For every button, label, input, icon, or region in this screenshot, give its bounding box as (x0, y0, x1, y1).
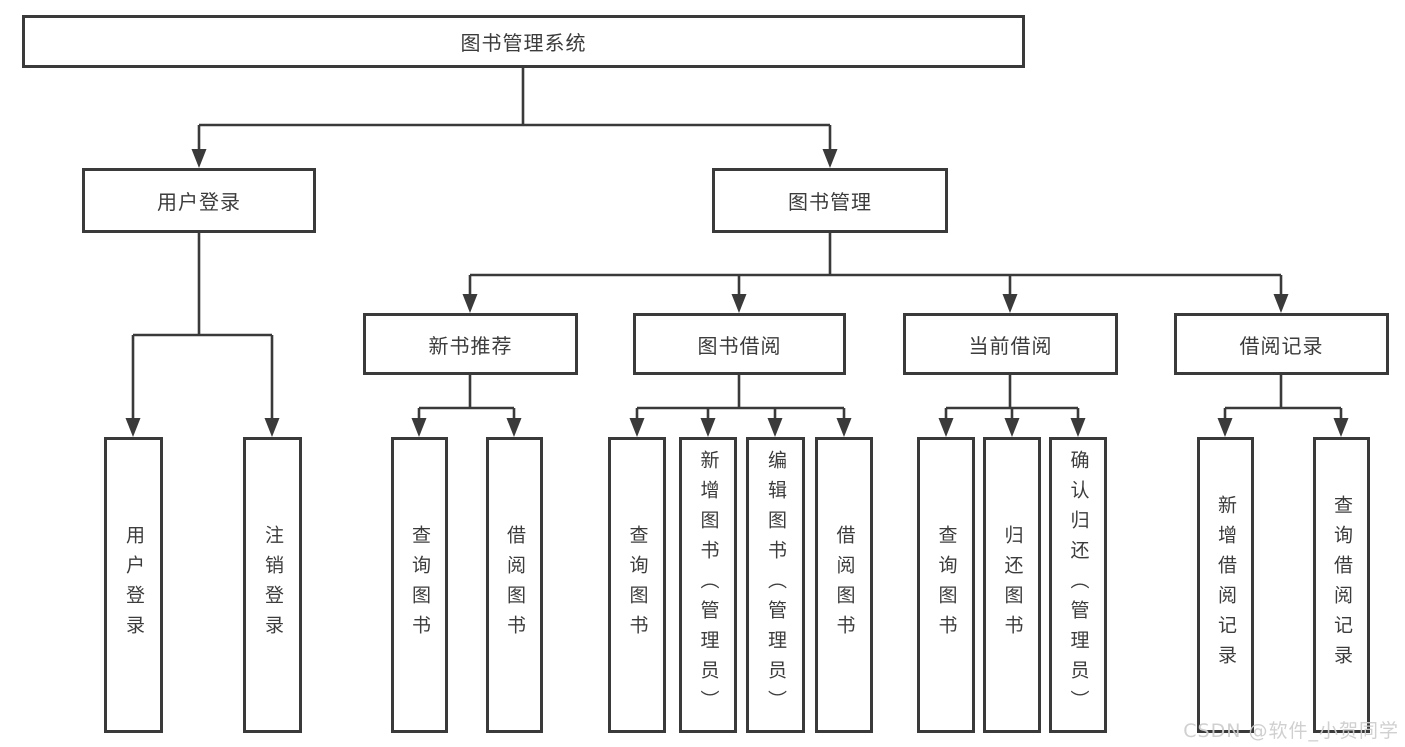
node-label: 借阅图书 (504, 525, 526, 645)
leaf-user-login: 用户登录 (104, 437, 163, 733)
leaf-records-add-record: 新增借阅记录 (1197, 437, 1254, 733)
node-label: 新增图书（管理员） (697, 450, 720, 720)
node-label: 编辑图书（管理员） (765, 450, 787, 720)
node-label: 当前借阅 (968, 333, 1053, 358)
node-label: 图书借阅 (697, 333, 782, 358)
node-label: 注销登录 (262, 525, 284, 645)
leaf-records-query-record: 查询借阅记录 (1313, 437, 1370, 733)
node-borrowing-records: 借阅记录 (1174, 313, 1389, 375)
leaf-borrowing-add-books-admin: 新增图书（管理员） (679, 437, 737, 733)
node-label: 归还图书 (1001, 525, 1024, 645)
node-user-login: 用户登录 (82, 168, 316, 233)
node-label: 图书管理 (788, 190, 872, 214)
leaf-logout: 注销登录 (243, 437, 302, 733)
leaf-borrowing-query-books: 查询图书 (608, 437, 666, 733)
node-label: 查询图书 (409, 525, 431, 645)
csdn-watermark: CSDN @软件_小贺同学 (1183, 720, 1399, 742)
node-label: 图书管理系统 (460, 31, 587, 55)
node-library-management-system: 图书管理系统 (22, 15, 1025, 68)
node-label: 借阅图书 (833, 525, 856, 645)
leaf-current-confirm-return-admin: 确认归还（管理员） (1049, 437, 1107, 733)
node-label: 新增借阅记录 (1215, 495, 1237, 675)
leaf-newbooks-query-books: 查询图书 (391, 437, 448, 733)
node-book-management: 图书管理 (712, 168, 948, 233)
node-label: 新书推荐 (428, 333, 513, 358)
node-current-borrowing: 当前借阅 (903, 313, 1118, 375)
leaf-borrowing-edit-books-admin: 编辑图书（管理员） (746, 437, 805, 733)
node-label: 查询借阅记录 (1331, 495, 1353, 675)
leaf-newbooks-borrow-books: 借阅图书 (486, 437, 543, 733)
node-label: 借阅记录 (1239, 333, 1324, 358)
leaf-borrowing-borrow-books: 借阅图书 (815, 437, 873, 733)
node-label: 查询图书 (626, 525, 649, 645)
node-label: 用户登录 (123, 525, 145, 645)
node-label: 查询图书 (935, 525, 958, 645)
leaf-current-query-books: 查询图书 (917, 437, 975, 733)
node-label: 用户登录 (157, 190, 241, 214)
node-new-book-recommend: 新书推荐 (363, 313, 578, 375)
node-label: 确认归还（管理员） (1067, 450, 1090, 720)
node-book-borrowing: 图书借阅 (633, 313, 846, 375)
leaf-current-return-books: 归还图书 (983, 437, 1041, 733)
